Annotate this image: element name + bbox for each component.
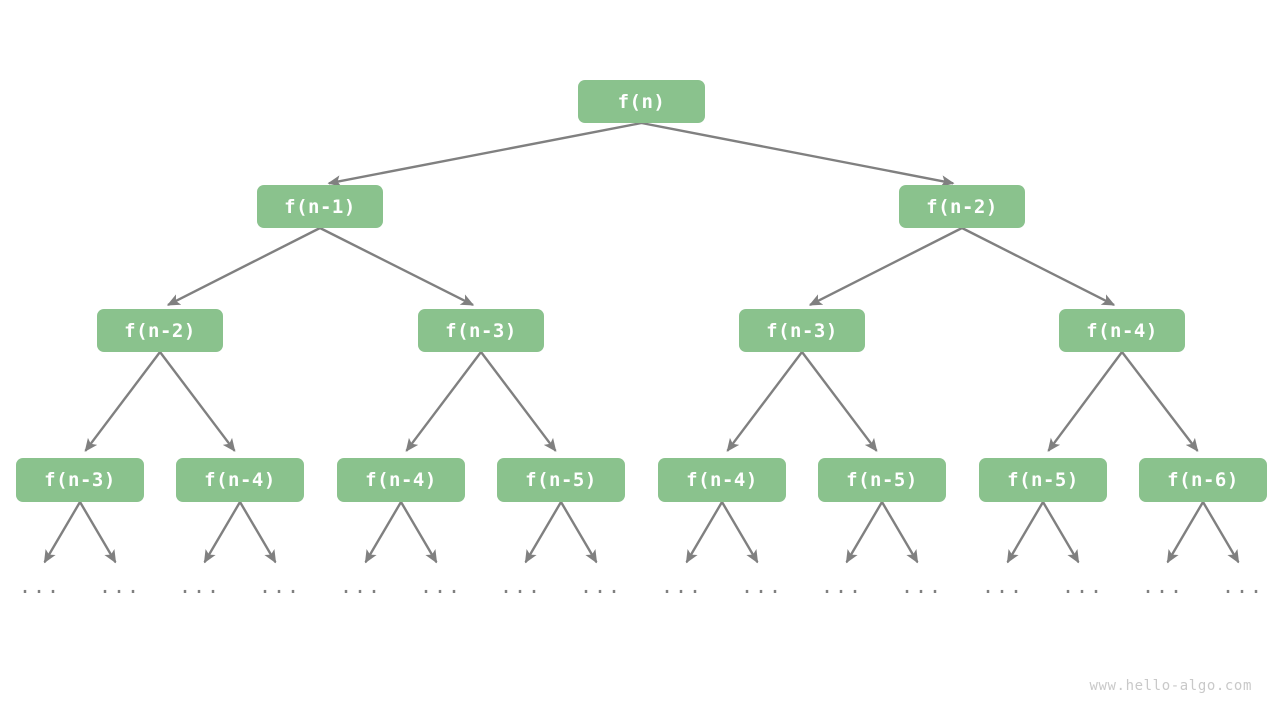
tree-edge xyxy=(43,501,82,564)
tree-edge xyxy=(364,501,403,564)
ellipsis-marker: ... xyxy=(820,574,864,598)
ellipsis-marker: ... xyxy=(900,574,944,598)
tree-edge xyxy=(559,501,598,564)
ellipsis-marker: ... xyxy=(499,574,543,598)
tree-node[interactable]: f(n-6) xyxy=(1139,458,1267,502)
tree-edge xyxy=(808,226,963,307)
tree-edge xyxy=(685,501,724,564)
tree-edge xyxy=(238,501,277,564)
tree-edge xyxy=(327,121,642,187)
tree-edge xyxy=(405,351,482,452)
tree-edge xyxy=(641,121,955,187)
ellipsis-marker: ... xyxy=(339,574,383,598)
tree-edge xyxy=(399,501,438,564)
tree-node[interactable]: f(n) xyxy=(578,80,705,123)
tree-node[interactable]: f(n-5) xyxy=(497,458,625,502)
tree-edge xyxy=(845,501,884,564)
tree-edge xyxy=(78,501,117,564)
ellipsis-marker: ... xyxy=(660,574,704,598)
ellipsis-marker: ... xyxy=(419,574,463,598)
tree-node[interactable]: f(n-3) xyxy=(16,458,144,502)
tree-edge xyxy=(1041,501,1080,564)
ellipsis-marker: ... xyxy=(981,574,1025,598)
tree-edge xyxy=(1201,501,1240,564)
ellipsis-marker: ... xyxy=(258,574,302,598)
tree-edge xyxy=(159,351,236,452)
tree-edge xyxy=(319,226,475,307)
tree-edge xyxy=(1166,501,1205,564)
tree-edge xyxy=(1047,351,1123,452)
tree-node[interactable]: f(n-3) xyxy=(418,309,544,352)
tree-edge xyxy=(720,501,759,564)
tree-edge xyxy=(726,351,803,452)
tree-node[interactable]: f(n-2) xyxy=(899,185,1025,228)
ellipsis-marker: ... xyxy=(1221,574,1265,598)
tree-edge xyxy=(1006,501,1045,564)
tree-node[interactable]: f(n-5) xyxy=(818,458,946,502)
tree-edge xyxy=(880,501,919,564)
ellipsis-marker: ... xyxy=(1061,574,1105,598)
watermark: www.hello-algo.com xyxy=(1089,678,1252,694)
tree-node[interactable]: f(n-4) xyxy=(1059,309,1185,352)
tree-node[interactable]: f(n-3) xyxy=(739,309,865,352)
tree-node[interactable]: f(n-4) xyxy=(658,458,786,502)
ellipsis-marker: ... xyxy=(1141,574,1185,598)
tree-edge xyxy=(1121,351,1199,452)
tree-edge xyxy=(203,501,242,564)
tree-node[interactable]: f(n-4) xyxy=(176,458,304,502)
tree-node[interactable]: f(n-1) xyxy=(257,185,383,228)
tree-node[interactable]: f(n-2) xyxy=(97,309,223,352)
ellipsis-marker: ... xyxy=(18,574,62,598)
ellipsis-marker: ... xyxy=(740,574,784,598)
ellipsis-marker: ... xyxy=(98,574,142,598)
ellipsis-marker: ... xyxy=(579,574,623,598)
tree-edge xyxy=(801,351,878,452)
ellipsis-marker: ... xyxy=(178,574,222,598)
tree-node[interactable]: f(n-5) xyxy=(979,458,1107,502)
tree-edge xyxy=(480,351,557,452)
tree-edge xyxy=(524,501,563,564)
tree-edge xyxy=(961,226,1116,307)
tree-edge xyxy=(84,351,161,452)
tree-edge xyxy=(166,226,321,307)
tree-node[interactable]: f(n-4) xyxy=(337,458,465,502)
